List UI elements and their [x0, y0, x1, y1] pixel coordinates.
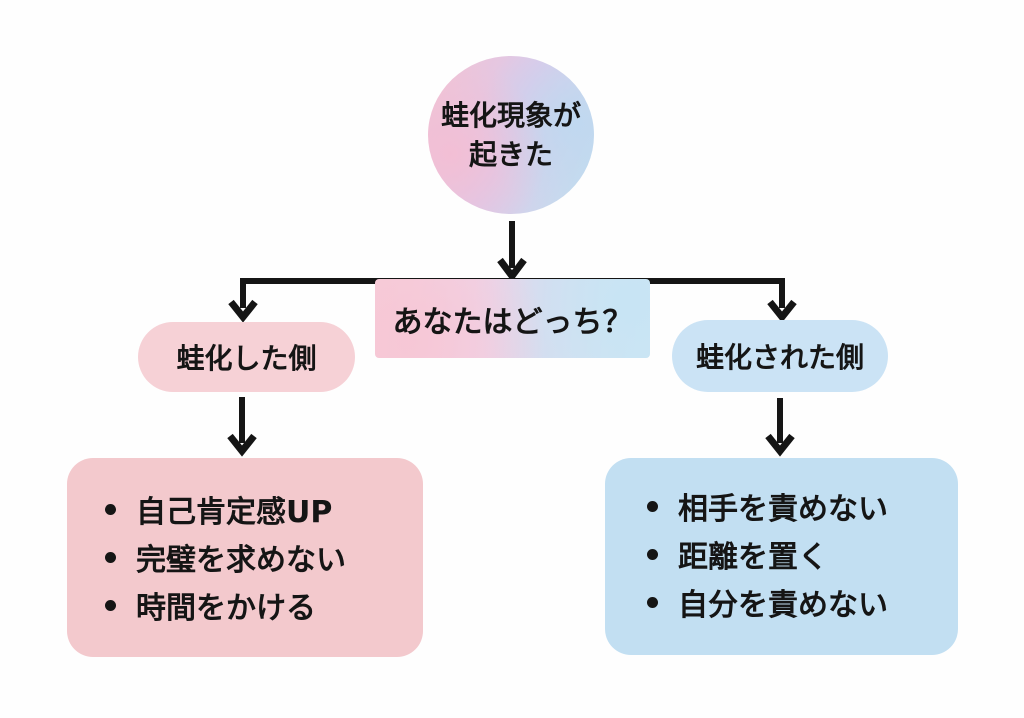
list-item-label: 距離を置く — [678, 540, 828, 575]
bullet-icon — [105, 599, 116, 611]
list-item-label: 完璧を求めない — [136, 543, 346, 578]
list-item: 時間をかける — [105, 581, 423, 629]
list-item-label: 相手を責めない — [678, 492, 888, 527]
left-outcome-list: 自己肯定感UP 完璧を求めない 時間をかける — [67, 458, 423, 629]
question-label: あなたはどっち？ — [392, 304, 633, 340]
left-outcome-box: 自己肯定感UP 完璧を求めない 時間をかける — [67, 458, 423, 657]
bullet-icon — [647, 596, 658, 608]
bullet-icon — [647, 500, 658, 512]
bullet-icon — [647, 548, 658, 560]
arrowhead-right-branch — [767, 299, 797, 323]
start-node: 蛙化現象が 起きた — [428, 56, 594, 214]
list-item-label: 時間をかける — [136, 591, 316, 626]
left-branch-pill: 蛙化した側 — [138, 322, 355, 392]
left-branch-label: 蛙化した側 — [176, 342, 317, 375]
arrowhead-center — [497, 257, 527, 282]
list-item: 自己肯定感UP — [105, 485, 423, 533]
right-branch-pill: 蛙化された側 — [672, 320, 888, 392]
start-node-line1: 蛙化現象が — [440, 98, 581, 132]
right-branch-label: 蛙化された側 — [695, 341, 864, 374]
list-item-label: 自己肯定感UP — [136, 495, 333, 530]
list-item: 自分を責めない — [647, 578, 958, 626]
list-item: 距離を置く — [647, 530, 958, 578]
list-item: 相手を責めない — [647, 482, 958, 530]
right-outcome-list: 相手を責めない 距離を置く 自分を責めない — [605, 458, 958, 626]
arrowhead-left-box — [227, 433, 257, 457]
arrowhead-left-branch — [228, 299, 258, 323]
arrowhead-right-box — [765, 433, 795, 457]
bullet-icon — [105, 503, 116, 515]
list-item-label: 自分を責めない — [678, 588, 888, 623]
bullet-icon — [105, 551, 116, 563]
list-item: 完璧を求めない — [105, 533, 423, 581]
question-node: あなたはどっち？ — [375, 279, 650, 358]
right-outcome-box: 相手を責めない 距離を置く 自分を責めない — [605, 458, 958, 655]
start-node-line2: 起きた — [468, 138, 553, 171]
